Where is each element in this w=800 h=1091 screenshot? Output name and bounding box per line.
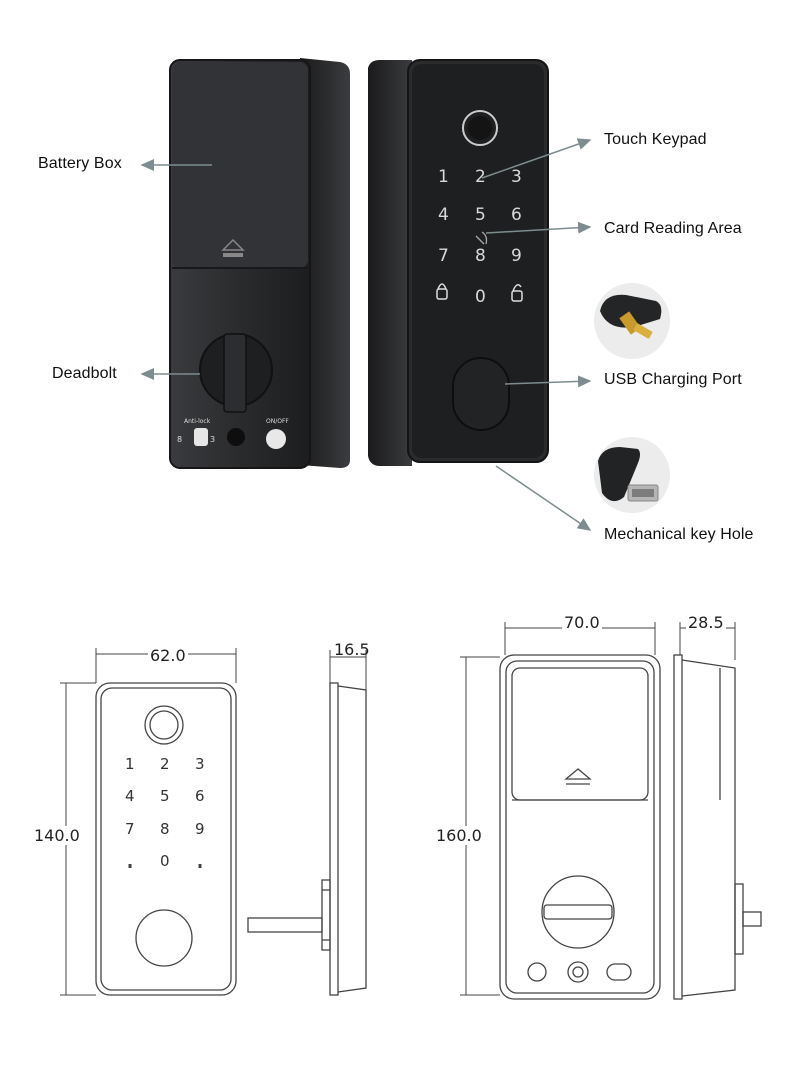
battery-cover-release-outline-icon xyxy=(564,768,592,780)
keypad-digit-3: 3 xyxy=(511,167,522,187)
dimension-lines xyxy=(60,622,736,996)
thumb-turn-outline xyxy=(541,875,615,949)
lock-icon xyxy=(436,288,448,300)
back-width-dimension: 70.0 xyxy=(562,613,602,632)
drawing-digit-6: 6 xyxy=(195,787,205,805)
svg-text:8: 8 xyxy=(177,435,182,444)
keypad-digit-4: 4 xyxy=(438,205,449,225)
back-side-profile-drawing xyxy=(673,654,762,1000)
fingerprint-outline-icon xyxy=(144,705,184,745)
callout-arrows xyxy=(140,138,592,531)
back-view-drawing xyxy=(499,654,661,1000)
front-side-profile-drawing xyxy=(247,682,367,996)
interior-unit: 8 3 xyxy=(169,58,350,469)
callout-usb-charging-port: USB Charging Port xyxy=(604,371,742,388)
front-height-dimension: 140.0 xyxy=(34,826,80,845)
keypad-digit-1: 1 xyxy=(438,167,449,187)
svg-text:3: 3 xyxy=(210,435,215,444)
callout-mechanical-key-hole: Mechanical key Hole xyxy=(604,526,754,543)
front-depth-dimension: 16.5 xyxy=(334,640,370,659)
keypad-digit-8: 8 xyxy=(475,246,486,266)
drawing-digit-7: 7 xyxy=(125,820,135,838)
mechanical-key-detail-photo xyxy=(594,437,670,513)
keypad-digit-6: 6 xyxy=(511,205,522,225)
back-height-dimension: 160.0 xyxy=(436,826,482,845)
drawing-digit-5: 5 xyxy=(160,787,170,805)
on-off-label: ON/OFF xyxy=(266,418,289,425)
unlock-icon xyxy=(511,290,523,302)
drawing-digit-3: 3 xyxy=(195,755,205,773)
key-cover-outline xyxy=(135,909,193,967)
front-view-drawing xyxy=(95,682,237,996)
drawing-digit-2: 2 xyxy=(160,755,170,773)
drawing-digit-1: 1 xyxy=(125,755,135,773)
card-reader-icon xyxy=(475,231,488,245)
callout-touch-keypad: Touch Keypad xyxy=(604,131,707,148)
keypad-digit-0: 0 xyxy=(475,287,486,307)
callout-battery-box: Battery Box xyxy=(38,155,122,172)
key-cover xyxy=(452,357,510,431)
drawing-digit-8: 8 xyxy=(160,820,170,838)
front-width-dimension: 62.0 xyxy=(148,646,188,665)
drawing-digit-9: 9 xyxy=(195,820,205,838)
anti-lock-label: Anti-lock xyxy=(184,418,211,425)
back-depth-dimension: 28.5 xyxy=(686,613,726,632)
fingerprint-icon xyxy=(462,110,498,146)
callout-deadbolt: Deadbolt xyxy=(52,365,117,382)
drawing-digit-4: 4 xyxy=(125,787,135,805)
battery-cover-release-icon xyxy=(221,238,245,251)
drawing-digit-0: 0 xyxy=(160,852,170,870)
keypad-digit-2: 2 xyxy=(475,167,486,187)
usb-port-detail-photo xyxy=(594,283,670,359)
keypad-digit-5: 5 xyxy=(475,205,486,225)
callout-card-reading-area: Card Reading Area xyxy=(604,220,742,237)
keypad-digit-7: 7 xyxy=(438,246,449,266)
exterior-unit xyxy=(368,59,549,466)
keypad-digit-9: 9 xyxy=(511,246,522,266)
